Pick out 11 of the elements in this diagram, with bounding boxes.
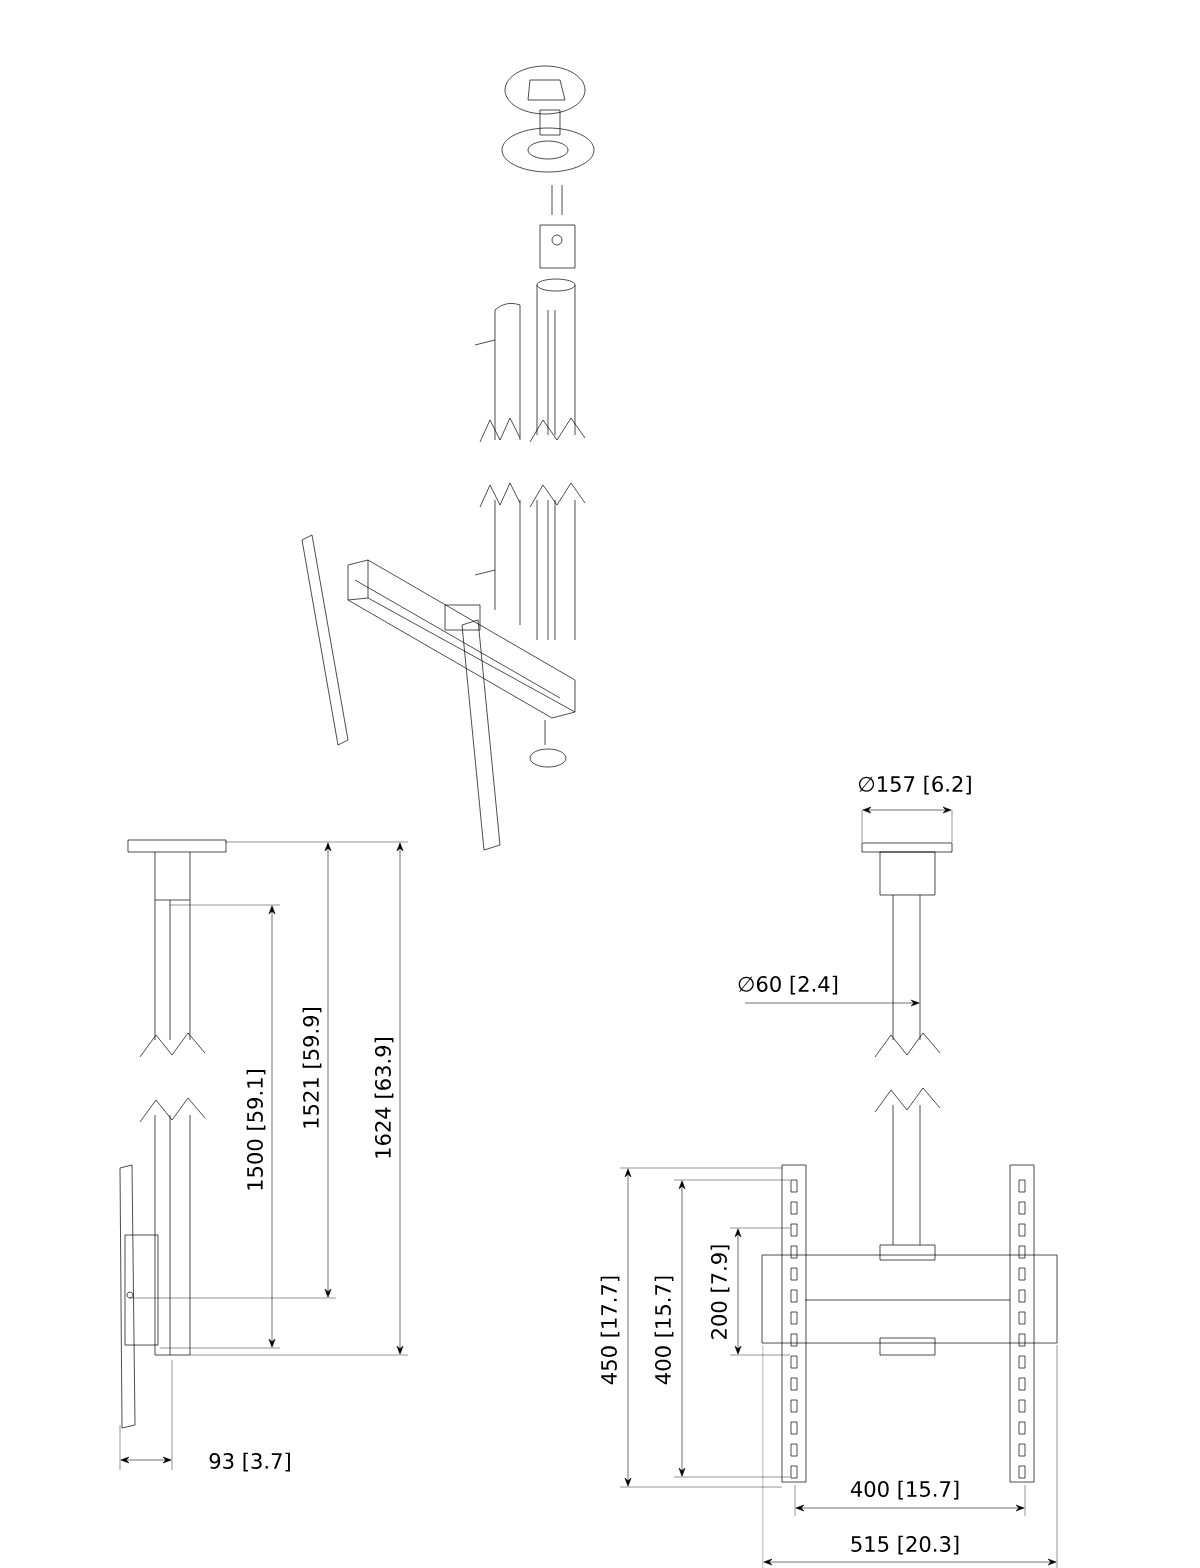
- dimension-label: 200 [7.9]: [710, 1245, 730, 1339]
- dimension-label: 515 [20.3]: [851, 1535, 959, 1555]
- dimension-label: 400 [15.7]: [654, 1276, 674, 1385]
- dimension-label: 1521 [59.9]: [302, 1008, 322, 1128]
- dimension-label: 400 [15.7]: [850, 1480, 959, 1500]
- dimension-label: ∅60 [2.4]: [738, 975, 838, 995]
- dimension-label: 1500 [59.1]: [246, 1070, 266, 1190]
- dimension-label: ∅157 [6.2]: [858, 775, 971, 795]
- dimension-label: 450 [17.7]: [600, 1276, 620, 1385]
- dimension-label: 1624 [63.9]: [374, 1038, 394, 1158]
- dimension-label: 93 [3.7]: [209, 1452, 290, 1472]
